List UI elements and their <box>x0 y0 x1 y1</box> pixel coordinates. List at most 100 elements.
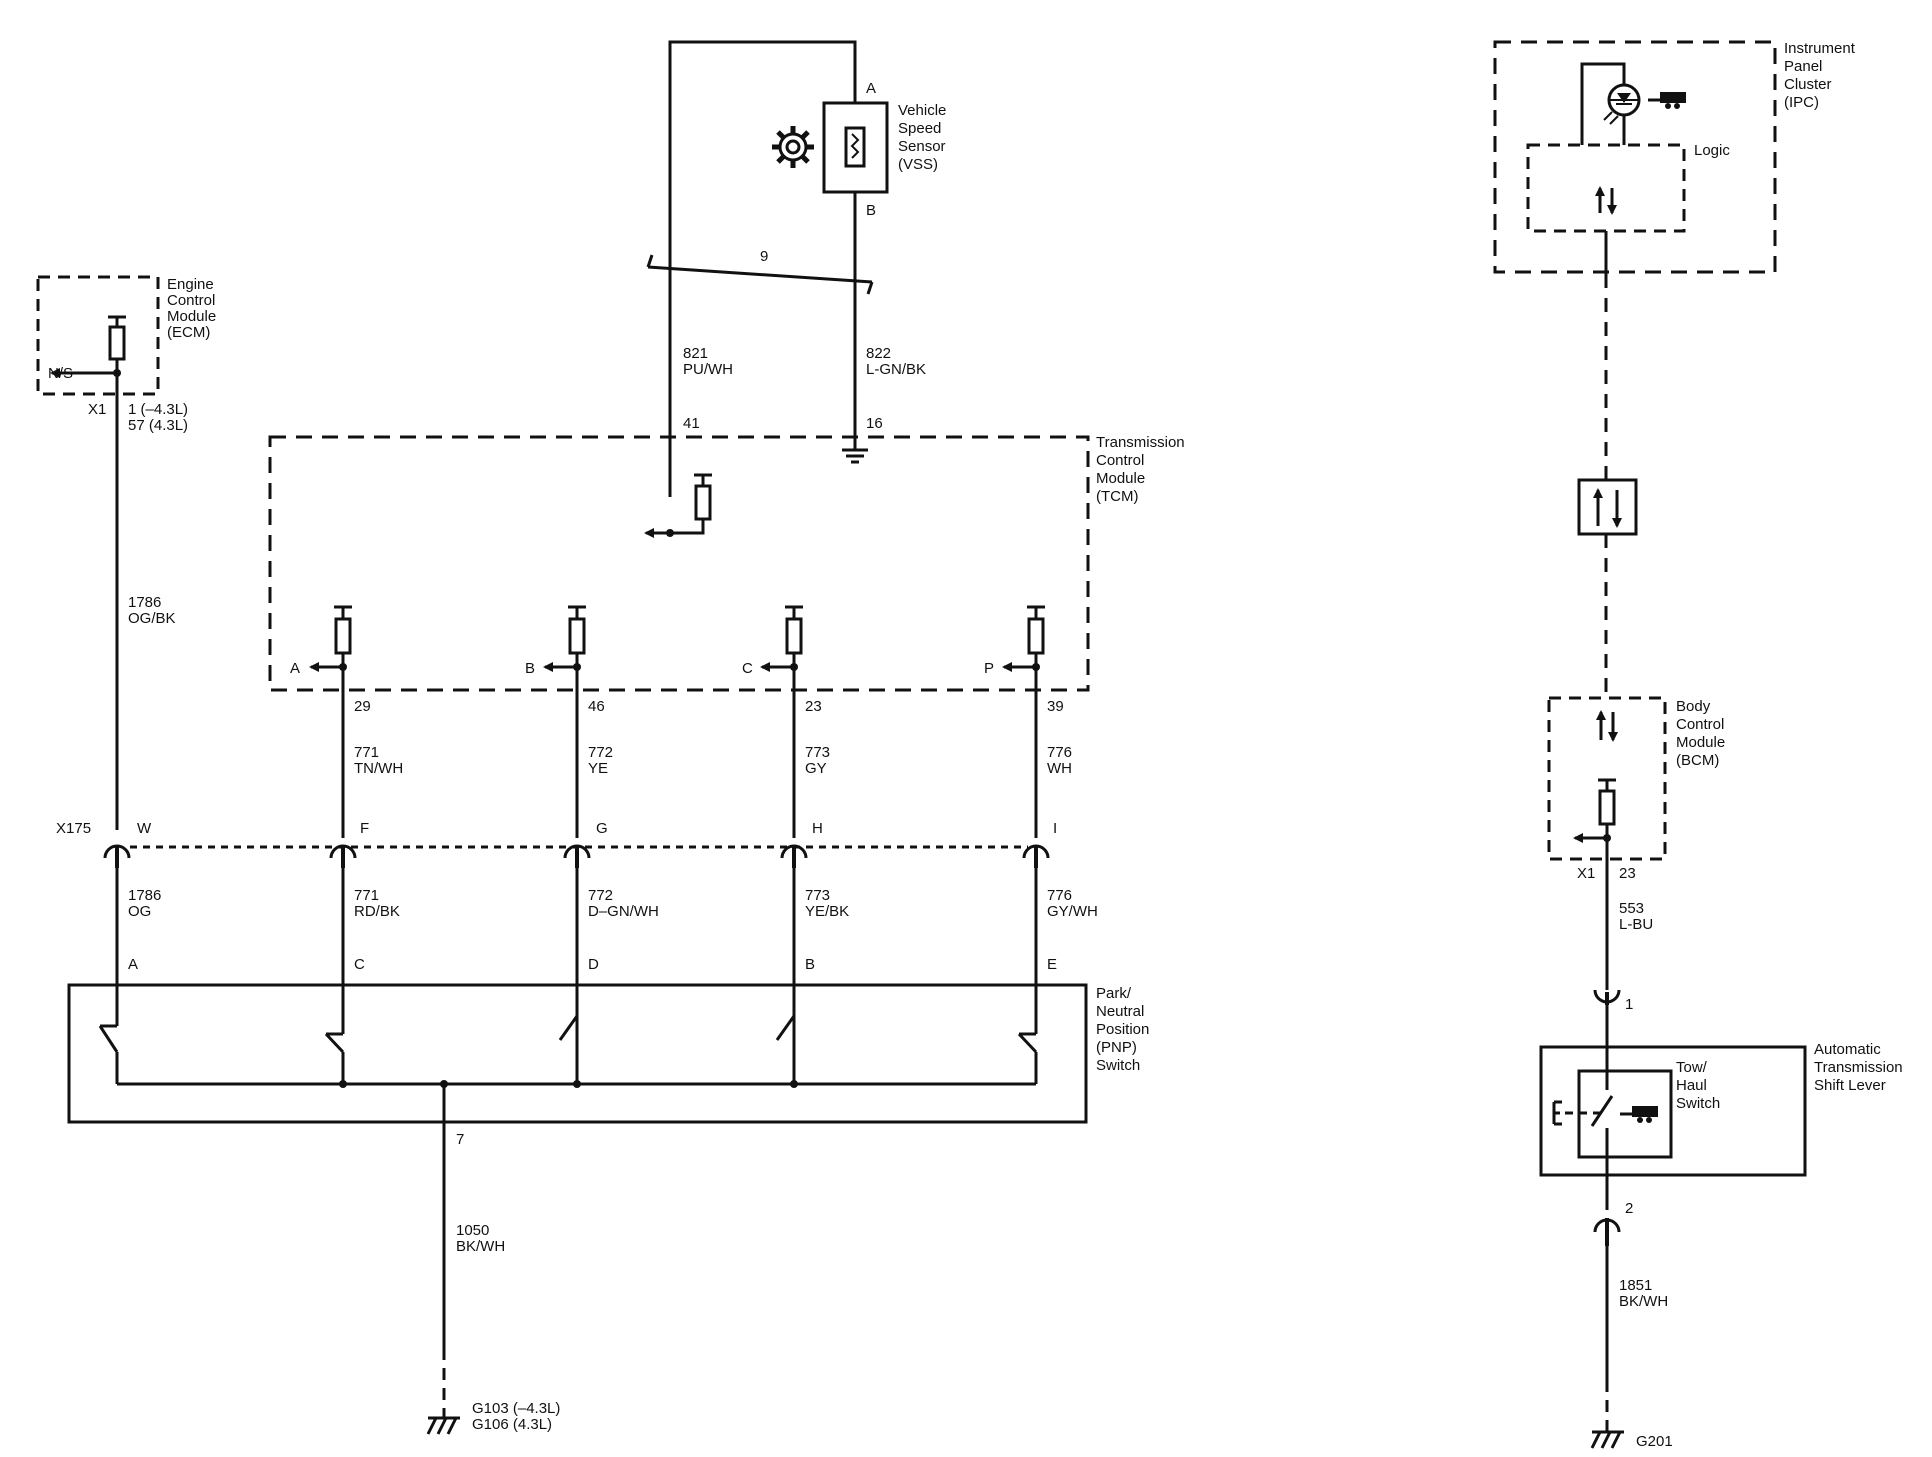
ecm-wire-lower-color: OG <box>128 903 151 920</box>
ipc-indicator-lamp-icon <box>1580 62 1641 145</box>
ecm-pin-label-1: 1 (–4.3L) <box>128 401 188 418</box>
svg-text:(PNP): (PNP) <box>1096 1039 1137 1056</box>
wire-772-upper-circuit: 772 <box>588 744 613 761</box>
x175-terminal-f <box>329 844 357 868</box>
shift-lever-pin-2-label: 2 <box>1625 1200 1633 1217</box>
x175-connector-label: X175 <box>56 820 91 837</box>
wire-776-lower-color: GY/WH <box>1047 903 1098 920</box>
wire-553-color: L-BU <box>1619 916 1653 933</box>
ecm-wire-lower-circuit: 1786 <box>128 887 161 904</box>
svg-text:Control: Control <box>167 292 215 309</box>
wire-776-upper-color: WH <box>1047 760 1072 777</box>
x175-terminal-h-label: H <box>812 820 823 837</box>
connector-pin-1 <box>1593 989 1621 1005</box>
bcm-pin-label: 23 <box>1619 865 1636 882</box>
x175-terminal-h <box>780 844 808 868</box>
svg-text:Speed: Speed <box>898 120 941 137</box>
chassis-ground-left-icon <box>426 1410 460 1435</box>
ipc-logic-label: Logic <box>1694 142 1730 159</box>
tcm-pin-39-label: 39 <box>1047 698 1064 715</box>
ipc-data-arrows-icon <box>1595 186 1617 215</box>
x175-terminals <box>103 844 1050 868</box>
channel-c <box>760 605 803 838</box>
ecm-wire-upper-circuit: 1786 <box>128 594 161 611</box>
svg-text:Control: Control <box>1096 452 1144 469</box>
vss-sensor-element-icon <box>844 126 866 168</box>
pnp-input-wires <box>115 868 1038 1040</box>
vss-terminal-a-label: A <box>866 80 876 97</box>
svg-text:Park/: Park/ <box>1096 985 1132 1002</box>
svg-text:(ECM): (ECM) <box>167 324 210 341</box>
ecm-input-resistor-icon <box>50 315 126 378</box>
wire-771-lower-color: RD/BK <box>354 903 400 920</box>
bcm-input-resistor-icon <box>1573 778 1616 843</box>
serial-data-box <box>1577 478 1638 536</box>
ipc-label: Instrument Panel Cluster (IPC) <box>1784 40 1856 111</box>
connector-pin-2 <box>1593 1218 1621 1246</box>
tcm-pin-29-label: 29 <box>354 698 371 715</box>
tcm-label: Transmission Control Module (TCM) <box>1096 434 1185 505</box>
svg-text:(TCM): (TCM) <box>1096 488 1138 505</box>
mechanical-actuator-icon <box>1552 1100 1562 1126</box>
pnp-switch-box <box>67 983 1088 1124</box>
svg-text:Module: Module <box>167 308 216 325</box>
svg-text:(BCM): (BCM) <box>1676 752 1719 769</box>
ecm-wire-upper-color: OG/BK <box>128 610 176 627</box>
wire-771-upper-circuit: 771 <box>354 744 379 761</box>
wire-776-lower-circuit: 776 <box>1047 887 1072 904</box>
ipc-logic-box <box>1526 143 1686 233</box>
x175-terminal-w-label: W <box>137 820 152 837</box>
svg-text:(IPC): (IPC) <box>1784 94 1819 111</box>
svg-text:Switch: Switch <box>1676 1095 1720 1112</box>
svg-text:Position: Position <box>1096 1021 1149 1038</box>
svg-text:(VSS): (VSS) <box>898 156 938 173</box>
channel-b <box>543 605 586 838</box>
ecm-module-box <box>36 275 160 396</box>
pnp-terminal-b-label: B <box>805 956 815 973</box>
wire-553-circuit: 553 <box>1619 900 1644 917</box>
ecm-output-label: N/S <box>48 365 73 382</box>
wire-771-lower-circuit: 771 <box>354 887 379 904</box>
pnp-terminal-a-label: A <box>128 956 138 973</box>
vss-wire-821-color: PU/WH <box>683 361 733 378</box>
svg-text:Shift Lever: Shift Lever <box>1814 1077 1886 1094</box>
vss-wire-821-circuit: 821 <box>683 345 708 362</box>
wire-1050-color: BK/WH <box>456 1238 505 1255</box>
ecm-connector-label: X1 <box>88 401 106 418</box>
wire-1050-circuit: 1050 <box>456 1222 489 1239</box>
vss-wire-822-circuit: 822 <box>866 345 891 362</box>
chassis-ground-right-icon <box>1590 1425 1624 1449</box>
tcm-output-a-label: A <box>290 660 300 677</box>
pnp-terminal-d-label: D <box>588 956 599 973</box>
tcm-output-channels <box>309 605 1045 838</box>
bcm-data-arrows-icon <box>1596 710 1618 742</box>
svg-text:Switch: Switch <box>1096 1057 1140 1074</box>
wire-772-upper-color: YE <box>588 760 608 777</box>
tcm-pin-46-label: 46 <box>588 698 605 715</box>
tow-haul-switch-label: Tow/ Haul Switch <box>1676 1059 1720 1112</box>
svg-text:Tow/: Tow/ <box>1676 1059 1708 1076</box>
bcm-label: Body Control Module (BCM) <box>1676 698 1725 769</box>
svg-text:Neutral: Neutral <box>1096 1003 1144 1020</box>
pnp-terminal-c-label: C <box>354 956 365 973</box>
x175-terminal-g-label: G <box>596 820 608 837</box>
svg-text:Automatic: Automatic <box>1814 1041 1881 1058</box>
ipc-module-box <box>1493 40 1777 274</box>
svg-text:Transmission: Transmission <box>1096 434 1185 451</box>
tcm-pin-16-label: 16 <box>866 415 883 432</box>
wire-773-lower-circuit: 773 <box>805 887 830 904</box>
channel-p <box>1002 605 1045 838</box>
x175-terminal-i <box>1022 844 1050 868</box>
svg-text:Sensor: Sensor <box>898 138 946 155</box>
svg-text:Body: Body <box>1676 698 1711 715</box>
tcm-output-p-label: P <box>984 660 994 677</box>
serial-data-arrows-icon <box>1593 488 1622 528</box>
shift-lever-pin-1-label: 1 <box>1625 996 1633 1013</box>
svg-text:Transmission: Transmission <box>1814 1059 1903 1076</box>
wire-1851-color: BK/WH <box>1619 1293 1668 1310</box>
wire-776-upper-circuit: 776 <box>1047 744 1072 761</box>
svg-text:Instrument: Instrument <box>1784 40 1856 57</box>
svg-text:Vehicle: Vehicle <box>898 102 946 119</box>
vss-label: Vehicle Speed Sensor (VSS) <box>898 102 946 173</box>
